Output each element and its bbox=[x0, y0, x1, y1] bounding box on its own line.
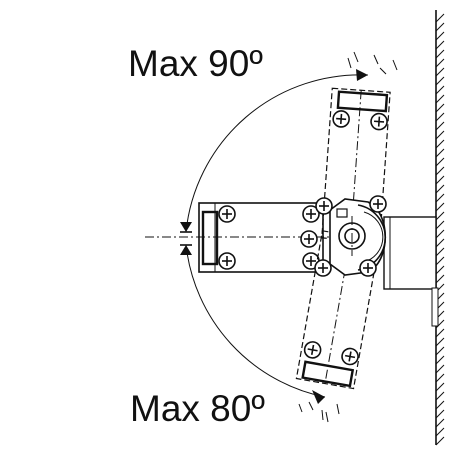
upper-arc bbox=[185, 74, 369, 233]
wall-hatch-line bbox=[435, 346, 445, 356]
tick-marks bbox=[298, 51, 398, 423]
wall-hatch-line bbox=[435, 211, 445, 221]
wall-hatch-line bbox=[435, 175, 445, 185]
wall-hatch-line bbox=[435, 13, 445, 23]
wall-hatch-line bbox=[435, 103, 445, 113]
wall-hatch-line bbox=[435, 157, 445, 167]
wall-hatch-line bbox=[435, 355, 445, 365]
wall-hatch-line bbox=[435, 427, 445, 437]
wall-hatch-line bbox=[435, 58, 445, 68]
lower-arc bbox=[185, 244, 326, 398]
wall-hatch-line bbox=[435, 139, 445, 149]
lower-arc-arrowhead bbox=[312, 390, 325, 404]
wall-hatch-line bbox=[435, 76, 445, 86]
wall-hatch-line bbox=[435, 418, 445, 428]
wall-plate bbox=[383, 216, 439, 327]
wall-hatch-line bbox=[435, 148, 445, 158]
max-80-label: Max 80º bbox=[130, 388, 265, 429]
wall-hatch-line bbox=[435, 130, 445, 140]
wall-hatch-line bbox=[435, 193, 445, 203]
wall-hatch-line bbox=[435, 265, 445, 275]
wall-hatch-line bbox=[435, 364, 445, 374]
stop-arrow-bottom bbox=[180, 245, 192, 255]
wall-hatch-line bbox=[435, 409, 445, 419]
wall-hatch-line bbox=[435, 184, 445, 194]
wall-hatch-line bbox=[435, 328, 445, 338]
pivot-hub bbox=[300, 195, 387, 277]
upper-arc-arrowhead bbox=[356, 69, 368, 81]
wall-hatch-line bbox=[435, 202, 445, 212]
wall-hatch-line bbox=[435, 319, 445, 329]
wall-hatch-line bbox=[435, 220, 445, 230]
wall-hatch-line bbox=[435, 337, 445, 347]
wall-hatch-line bbox=[435, 382, 445, 392]
wall-hatch-line bbox=[435, 40, 445, 50]
wall-hatch-line bbox=[435, 238, 445, 248]
wall-hatch-line bbox=[435, 229, 445, 239]
max-90-label: Max 90º bbox=[128, 43, 263, 84]
wall bbox=[435, 10, 445, 446]
wall-hatch-line bbox=[435, 67, 445, 77]
wall-hatch-line bbox=[435, 256, 445, 266]
wall-hatch-line bbox=[435, 94, 445, 104]
wall-hatch-line bbox=[435, 22, 445, 32]
wall-hatch-line bbox=[435, 274, 445, 284]
wall-hatch-line bbox=[435, 121, 445, 131]
wall-hatch-line bbox=[435, 400, 445, 410]
wall-hatch-line bbox=[435, 49, 445, 59]
wall-hatch-line bbox=[435, 247, 445, 257]
wall-hatch-line bbox=[435, 85, 445, 95]
stop-arrow-top bbox=[180, 222, 192, 232]
rotation-arcs bbox=[180, 69, 369, 404]
wall-hatch-line bbox=[435, 373, 445, 383]
wall-hatch-line bbox=[435, 166, 445, 176]
wall-hatch-line bbox=[435, 31, 445, 41]
wall-hatch-line bbox=[435, 436, 445, 446]
wall-hatch-line bbox=[435, 112, 445, 122]
wall-hatch-line bbox=[435, 391, 445, 401]
